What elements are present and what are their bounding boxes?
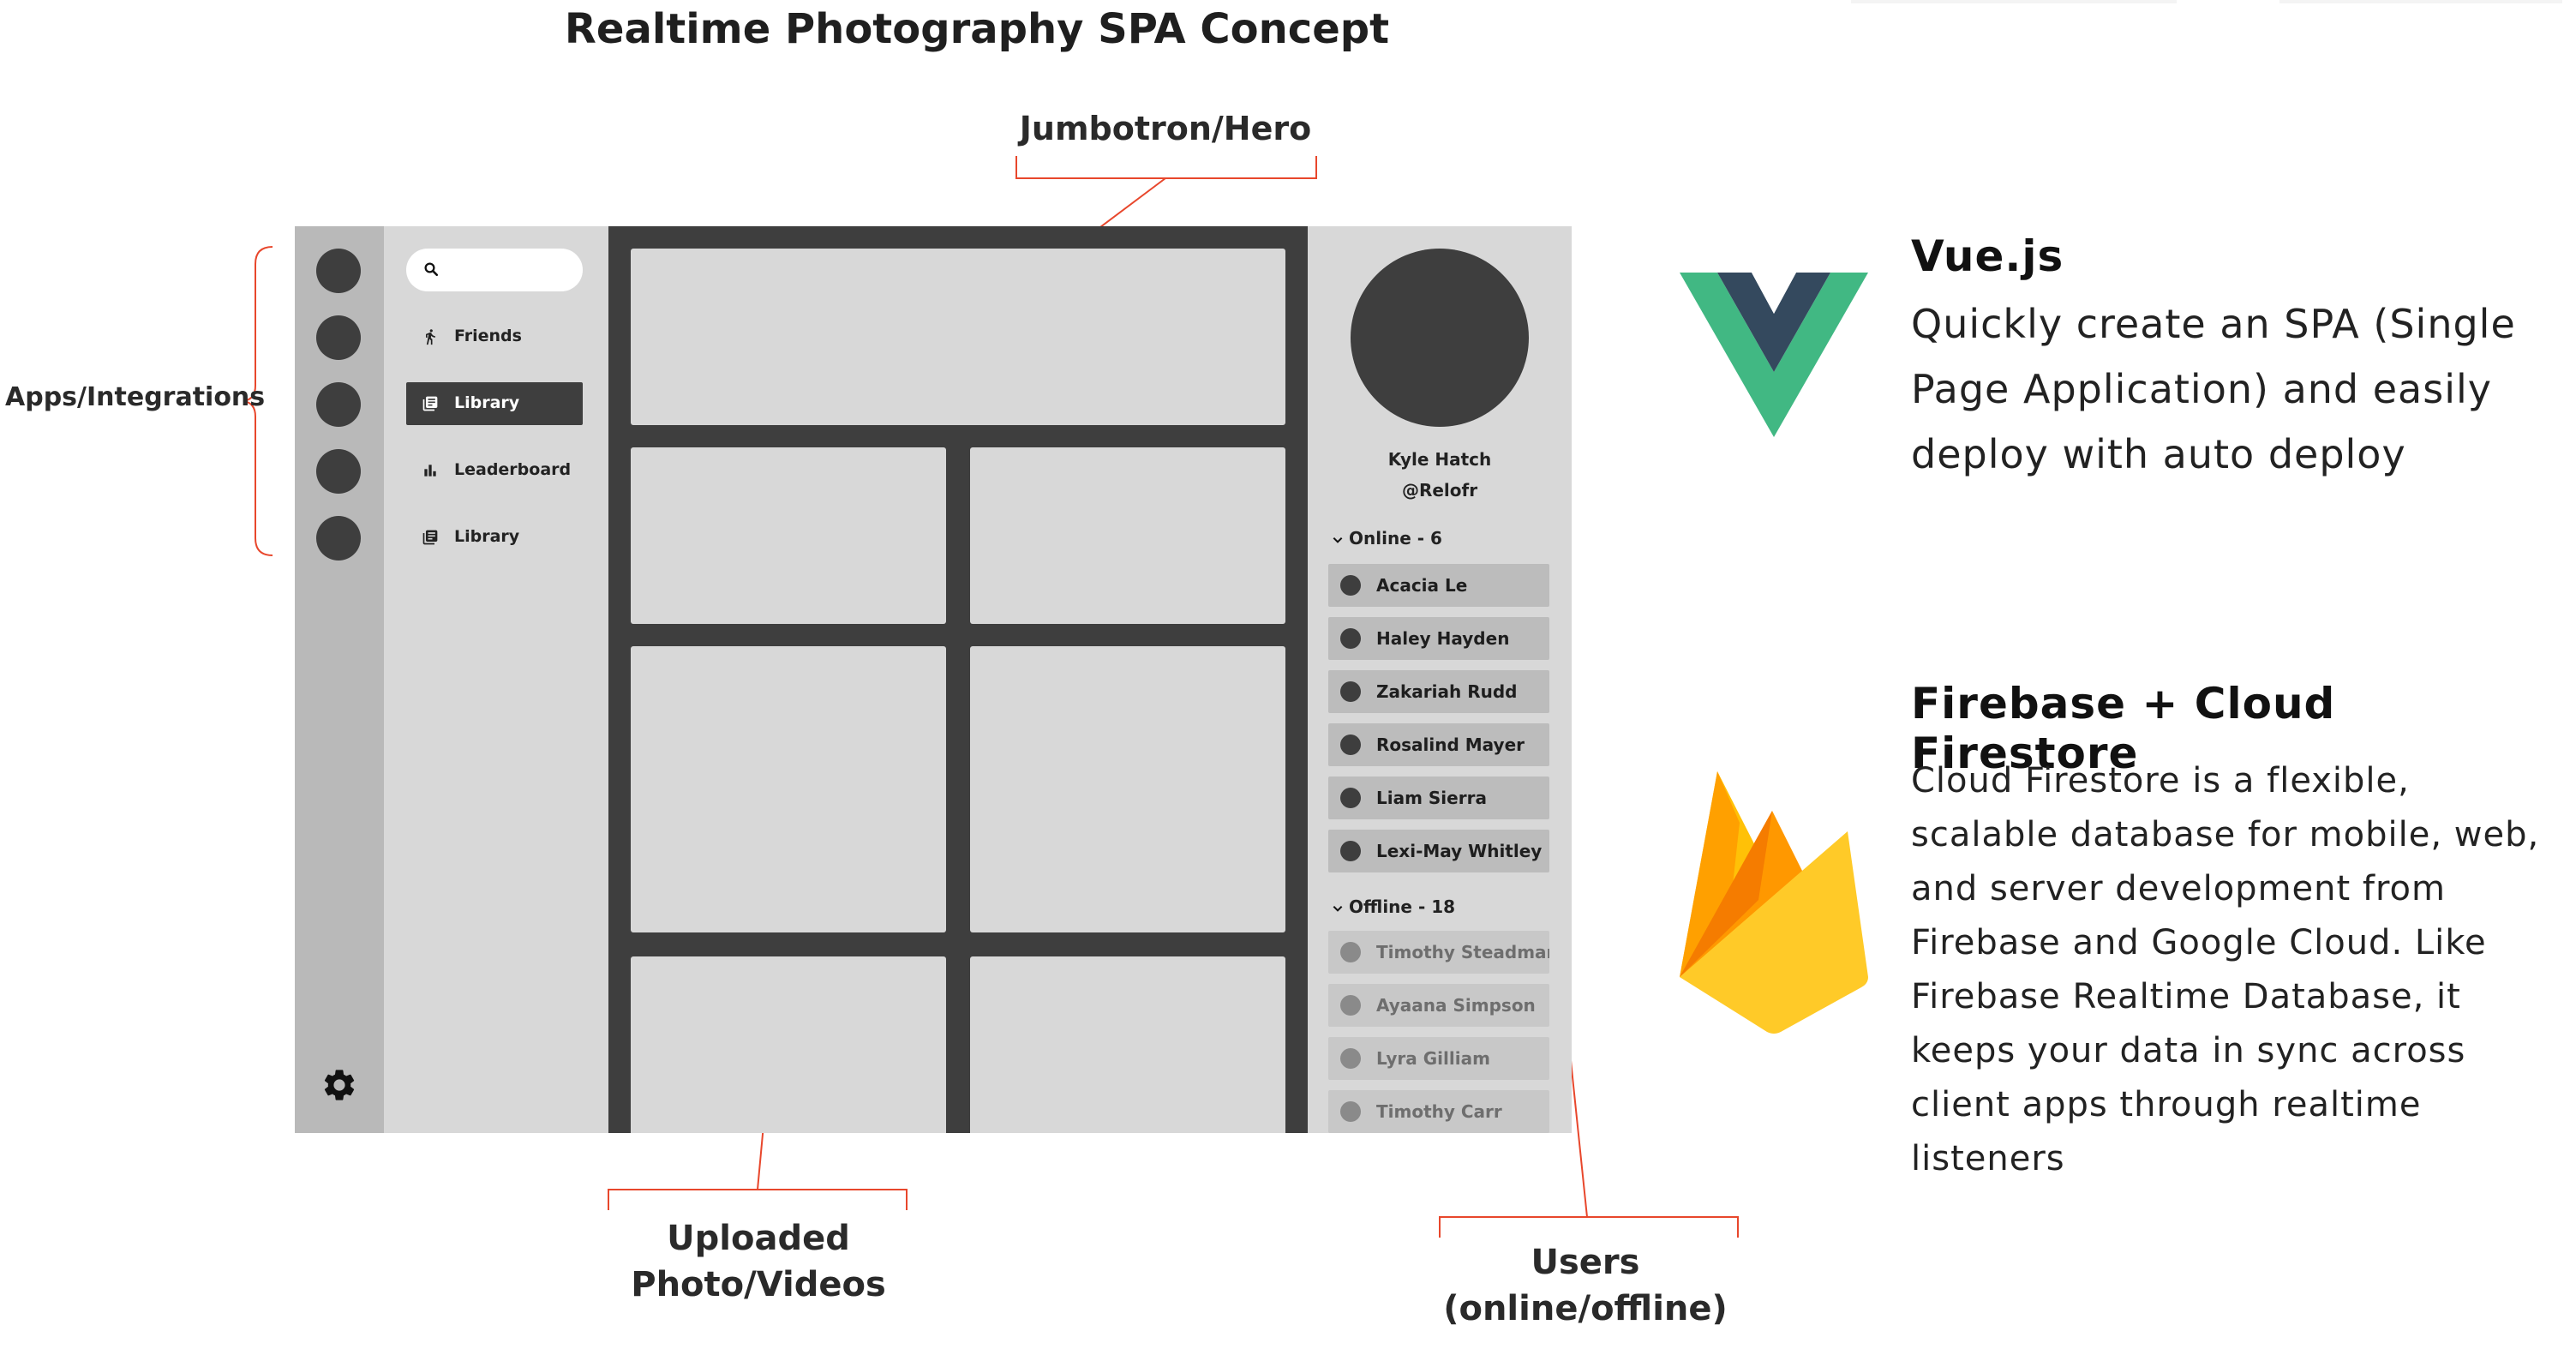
library-icon [422,530,438,545]
user-name: Ayaana Simpson [1376,995,1536,1016]
status-dot [1340,995,1361,1016]
profile-name: Kyle Hatch [1387,449,1492,470]
nav-item-leaderboard[interactable]: Leaderboard [406,449,583,492]
search-input[interactable] [406,249,583,291]
library-icon [422,396,438,411]
user-name: Timothy Carr [1376,1101,1502,1122]
annotation-jumbotron: Jumbotron/Hero [1019,110,1312,147]
page-title: Realtime Photography SPA Concept [564,5,1390,53]
user-online[interactable]: Acacia Le [1328,564,1549,607]
user-offline[interactable]: Lyra Gilliam [1328,1037,1549,1080]
app-integration-button[interactable] [316,249,361,293]
user-name: Acacia Le [1376,575,1468,596]
apps-bracket [243,246,273,556]
vue-description: Quickly create an SPA (Single Page Appli… [1911,301,2516,477]
user-name: Timothy Steadman [1376,942,1549,962]
nav-item-library-2[interactable]: Library [406,516,583,559]
nav-item-label: Library [454,393,520,412]
search-icon [424,262,439,277]
app-integration-button[interactable] [316,516,361,561]
nav-item-label: Friends [454,327,522,345]
users-bracket [1439,1216,1739,1238]
nav-item-friends[interactable]: Friends [406,315,583,358]
person-icon [426,329,435,345]
annotation-users-line1: Users [1531,1243,1640,1282]
avatar[interactable] [1351,249,1529,427]
status-dot [1340,841,1361,861]
vue-title: Vue.js [1911,231,2064,281]
user-name: Lexi-May Whitley [1376,841,1543,861]
gear-icon[interactable] [321,1066,358,1104]
profile-handle: @Relofr [1401,480,1478,501]
app-integration-button[interactable] [316,382,361,427]
users-panel: Kyle Hatch @Relofr Online - 6 Acacia Le … [1308,226,1572,1133]
nav-item-library[interactable]: Library [406,382,583,425]
user-online[interactable]: Liam Sierra [1328,776,1549,819]
app-integration-button[interactable] [316,315,361,360]
annotation-uploaded-line1: Uploaded [667,1219,850,1258]
offline-section-label: Offline - 18 [1349,896,1456,917]
nav-item-label: Leaderboard [454,460,572,479]
vue-logo-icon [1680,273,1868,437]
firebase-description: Cloud Firestore is a flexible, scalable … [1911,761,2540,1178]
annotation-uploaded-line2: Photo/Videos [631,1265,886,1304]
user-offline[interactable]: Ayaana Simpson [1328,984,1549,1027]
status-dot [1340,942,1361,962]
jumbotron-bracket [1015,156,1317,179]
header-decor [2279,0,2562,3]
header-decor [1851,0,2177,3]
content-area [608,226,1308,1133]
annotation-users: Users (online/offline) [1423,1239,1748,1332]
online-section-toggle[interactable]: Online - 6 [1332,528,1442,549]
bar-chart-icon [424,465,436,477]
status-dot [1340,628,1361,649]
apps-rail [295,226,384,1133]
status-dot [1340,1101,1361,1122]
annotation-apps: Apps/Integrations [5,382,266,412]
firebase-logo-icon [1680,771,1868,1034]
annotation-users-line2: (online/offline) [1443,1289,1728,1328]
user-offline[interactable]: Timothy Carr [1328,1090,1549,1133]
status-dot [1340,788,1361,808]
photo-tile[interactable] [631,956,946,1133]
photo-tile[interactable] [970,956,1285,1133]
user-online[interactable]: Rosalind Mayer [1328,723,1549,766]
photo-tile[interactable] [631,447,946,624]
user-name: Lyra Gilliam [1376,1048,1490,1069]
online-section-label: Online - 6 [1349,528,1442,549]
chevron-down-icon [1333,537,1343,543]
user-online[interactable]: Zakariah Rudd [1328,670,1549,713]
user-online[interactable]: Lexi-May Whitley [1328,830,1549,872]
photo-tile[interactable] [631,646,946,932]
nav-item-label: Library [454,527,520,546]
status-dot [1340,1048,1361,1069]
status-dot [1340,681,1361,702]
nav-panel: Friends Library Leaderboard Library [384,226,608,1133]
annotation-uploaded: Uploaded Photo/Videos [600,1215,917,1308]
user-online[interactable]: Haley Hayden [1328,617,1549,660]
photo-tile[interactable] [970,447,1285,624]
app-mockup: Friends Library Leaderboard Library [295,226,1572,1133]
user-name: Haley Hayden [1376,628,1510,649]
firebase-title: Firebase + Cloud Firestore [1911,679,2336,778]
status-dot [1340,575,1361,596]
offline-section-toggle[interactable]: Offline - 18 [1332,896,1455,917]
chevron-down-icon [1333,905,1343,912]
user-name: Liam Sierra [1376,788,1487,808]
uploaded-bracket [608,1189,908,1210]
status-dot [1340,734,1361,755]
user-name: Zakariah Rudd [1376,681,1518,702]
photo-tile[interactable] [970,646,1285,932]
user-name: Rosalind Mayer [1376,734,1525,755]
app-integration-button[interactable] [316,449,361,494]
user-offline[interactable]: Timothy Steadman [1328,931,1549,974]
jumbotron-hero[interactable] [631,249,1285,425]
